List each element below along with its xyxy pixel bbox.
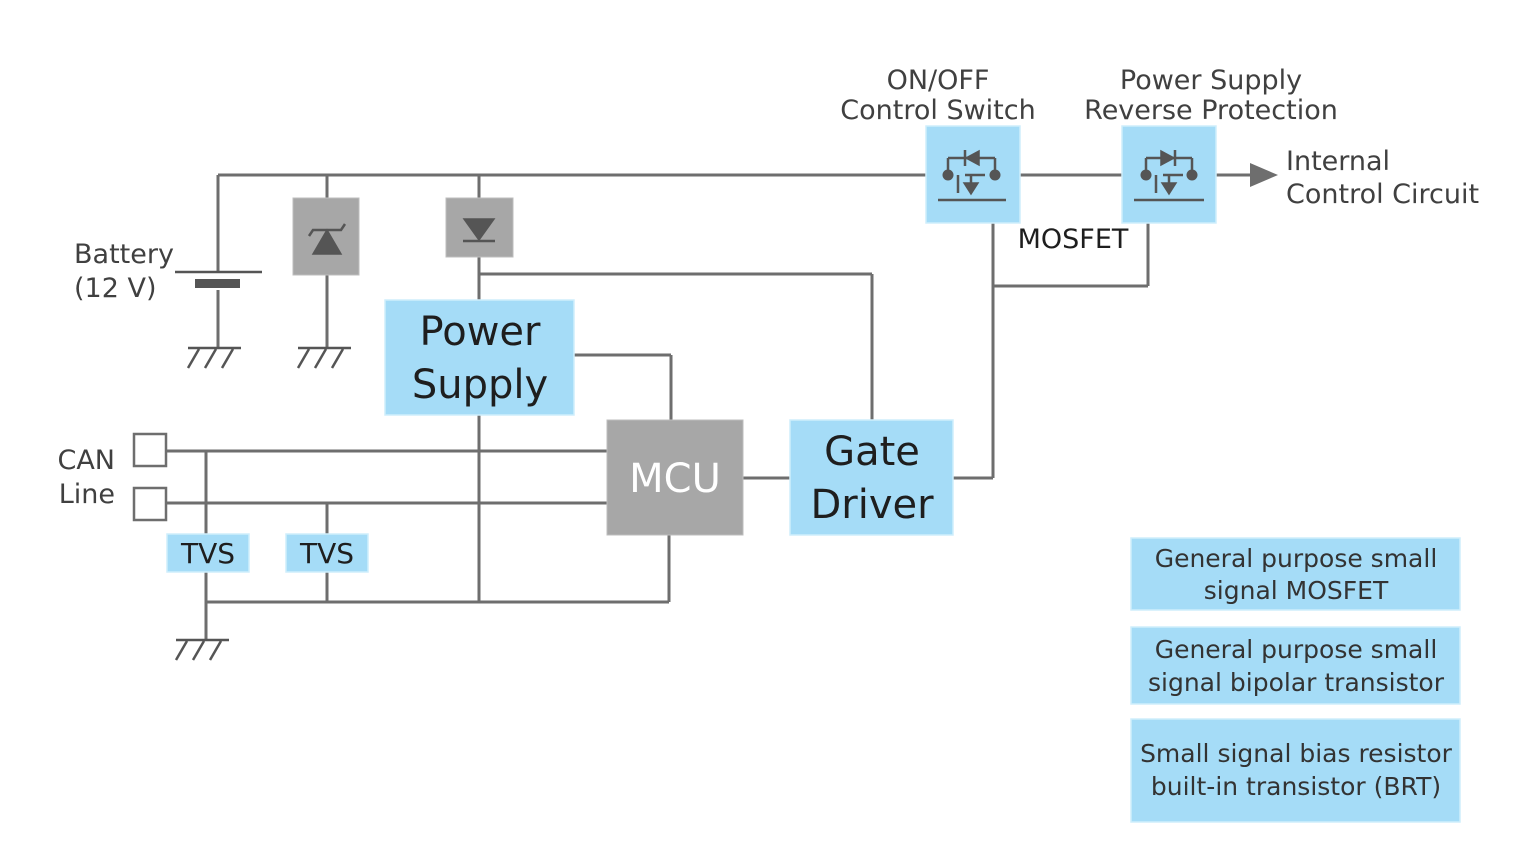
ground-icon (186, 346, 241, 369)
on-off-switch-label: ON/OFF Control Switch (840, 65, 1035, 126)
reverse-protection-label: Power Supply Reverse Protection (1084, 65, 1338, 126)
legend-item-1-line-2: signal MOSFET (1204, 576, 1389, 605)
power-supply-label-1: Power (420, 309, 541, 355)
battery-label: Battery (12 V) (74, 239, 174, 304)
on-off-mosfet-icon (925, 125, 1021, 224)
battery-label-2: (12 V) (74, 273, 156, 304)
reverse-protection-mosfet-icon (1121, 125, 1217, 224)
mcu-block: MCU (606, 419, 744, 536)
on-off-switch-label-1: ON/OFF (887, 65, 990, 96)
can-line-label-2: Line (59, 479, 115, 510)
can-connector-high (132, 432, 168, 468)
ground-icon (296, 346, 351, 369)
can-connector-low (132, 486, 168, 522)
tvs-block-1: TVS (166, 533, 250, 573)
output-arrow (1250, 163, 1278, 187)
legend-item-1-line-1: General purpose small (1155, 544, 1438, 573)
on-off-switch-label-2: Control Switch (840, 95, 1035, 126)
can-line-label: CAN Line (57, 445, 115, 510)
power-supply-label-2: Supply (412, 362, 548, 408)
reverse-protection-label-2: Reverse Protection (1084, 95, 1338, 126)
reverse-protection-label-1: Power Supply (1120, 65, 1302, 96)
legend-item-2-line-2: signal bipolar transistor (1148, 668, 1445, 697)
diode-icon (445, 197, 514, 258)
legend-item-3-line-2: built-in transistor (BRT) (1151, 772, 1441, 801)
legend-item-3-line-1: Small signal bias resistor (1140, 739, 1453, 768)
gate-driver-label-1: Gate (824, 429, 920, 475)
gate-driver-block: Gate Driver (789, 419, 954, 536)
tvs-label-2: TVS (299, 537, 354, 570)
battery-label-1: Battery (74, 239, 174, 270)
tvs-block-2: TVS (285, 533, 369, 573)
tvs-label-1: TVS (180, 537, 235, 570)
legend-item-2-line-1: General purpose small (1155, 635, 1438, 664)
internal-circuit-label-2: Control Circuit (1286, 179, 1479, 210)
legend-item-brt: Small signal bias resistor built-in tran… (1130, 718, 1461, 823)
power-supply-block: Power Supply (384, 299, 575, 416)
ground-icon (174, 638, 229, 661)
can-line-label-1: CAN (57, 445, 115, 476)
zener-diode-icon (292, 197, 360, 276)
legend: General purpose small signal MOSFET Gene… (1130, 537, 1461, 823)
battery-symbol (175, 270, 262, 288)
gate-driver-label-2: Driver (810, 482, 934, 528)
mcu-label: MCU (629, 456, 721, 502)
internal-circuit-label-1: Internal (1286, 146, 1390, 177)
mosfet-label: MOSFET (1018, 224, 1129, 255)
legend-item-mosfet: General purpose small signal MOSFET (1130, 537, 1461, 611)
legend-item-bipolar: General purpose small signal bipolar tra… (1130, 626, 1461, 705)
internal-circuit-label: Internal Control Circuit (1286, 146, 1479, 210)
